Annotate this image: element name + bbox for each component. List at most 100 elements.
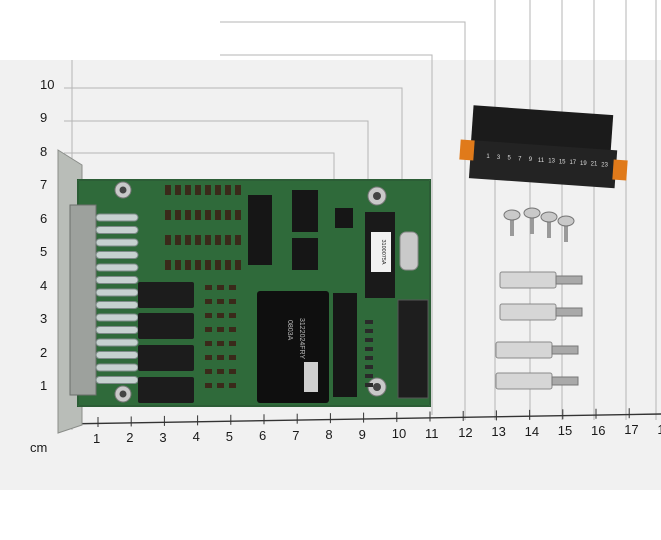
smd-part [205, 285, 212, 290]
smd-part [217, 285, 224, 290]
smd-part [225, 260, 231, 270]
y-tick-label: 5 [40, 244, 48, 259]
smd-part [229, 313, 236, 318]
smd-part [217, 355, 224, 360]
pin-number: 19 [580, 161, 587, 167]
smd-part [205, 313, 212, 318]
orange-tab-right [612, 159, 628, 181]
smd-part [235, 210, 241, 220]
smd-part [205, 260, 211, 270]
smd-part [365, 338, 373, 342]
smd-part [195, 260, 201, 270]
smd-part [195, 210, 201, 220]
pin-number: 11 [538, 158, 545, 164]
screw-head [503, 209, 521, 221]
smd-part [165, 185, 171, 195]
x-ruler-ticks [97, 408, 630, 427]
led [95, 326, 139, 334]
pin-number: 23 [601, 162, 608, 168]
led [95, 251, 139, 259]
y-tick-label: 4 [40, 277, 48, 293]
screw-shaft [564, 222, 568, 242]
terminal-block [459, 105, 628, 189]
pin-number: 17 [569, 160, 576, 166]
x-tick-label: 15 [557, 423, 573, 439]
smd-part [195, 235, 201, 245]
smd-part [217, 383, 224, 388]
x-tick-label: 11 [425, 425, 439, 441]
smd-part [215, 235, 221, 245]
smd-part [225, 235, 231, 245]
smd-part [185, 260, 191, 270]
screw-head [557, 215, 575, 227]
smd-part [165, 210, 171, 220]
smd-part [205, 355, 212, 360]
led [95, 263, 139, 272]
smd-part [215, 185, 221, 195]
led [95, 301, 139, 309]
y-tick-label: 6 [40, 210, 48, 226]
smd-part [229, 285, 236, 290]
standoff-thread [555, 275, 583, 285]
standoff-body [499, 303, 557, 321]
led [95, 213, 139, 222]
x-tick-label: 10 [391, 426, 407, 442]
smd-part [205, 235, 211, 245]
x-ruler-line [61, 413, 661, 425]
led [95, 363, 139, 372]
standoff-thread [551, 345, 579, 355]
pin-number: 5 [508, 156, 512, 162]
standoff-body [495, 372, 553, 390]
smd-part [229, 383, 236, 388]
smd-part [215, 210, 221, 220]
y-tick-label: 7 [40, 177, 48, 192]
smd-part [365, 320, 373, 324]
smd-part [229, 369, 236, 374]
led [95, 288, 139, 297]
chip-label-sticker [371, 232, 391, 272]
pin-number: 9 [529, 157, 533, 163]
smd-part [365, 329, 373, 333]
x-tick-label: 3 [159, 429, 167, 445]
led-array [95, 213, 139, 384]
edge-connector [69, 204, 97, 396]
standoffs [495, 271, 583, 390]
screw-shaft [510, 216, 514, 236]
pin-number: 15 [559, 159, 566, 165]
smd-part [225, 210, 231, 220]
y-tick-label: 10 [40, 76, 55, 92]
smd-part [205, 341, 212, 346]
y-tick-label: 9 [40, 110, 48, 125]
smd-part [217, 313, 224, 318]
x-tick-label: 2 [126, 430, 134, 446]
smd-part [165, 260, 171, 270]
smd-part [235, 185, 241, 195]
smd-part [185, 185, 191, 195]
pin-number: 13 [548, 159, 555, 165]
led [95, 338, 139, 347]
x-tick-label: 1 [93, 431, 101, 446]
x-tick-label: 8 [325, 427, 333, 443]
screw-head [523, 207, 541, 219]
standoff-thread [555, 307, 583, 317]
led [95, 238, 139, 247]
x-tick-label: 16 [591, 422, 606, 438]
pin-number: 21 [591, 162, 598, 168]
screw-head [540, 211, 558, 223]
y-tick-label: 3 [40, 311, 48, 326]
smd-part [205, 327, 212, 332]
smd-part [185, 235, 191, 245]
smd-part [365, 347, 373, 351]
smd-part [365, 365, 373, 369]
smd-part [217, 327, 224, 332]
pin-number: 7 [518, 156, 522, 162]
ruler-unit-label: cm [30, 440, 48, 455]
y-tick-label: 8 [40, 143, 48, 159]
smd-part [215, 260, 221, 270]
led [95, 276, 139, 284]
smd-part [205, 210, 211, 220]
y-tick-label: 1 [40, 378, 48, 393]
transformer [257, 291, 329, 403]
